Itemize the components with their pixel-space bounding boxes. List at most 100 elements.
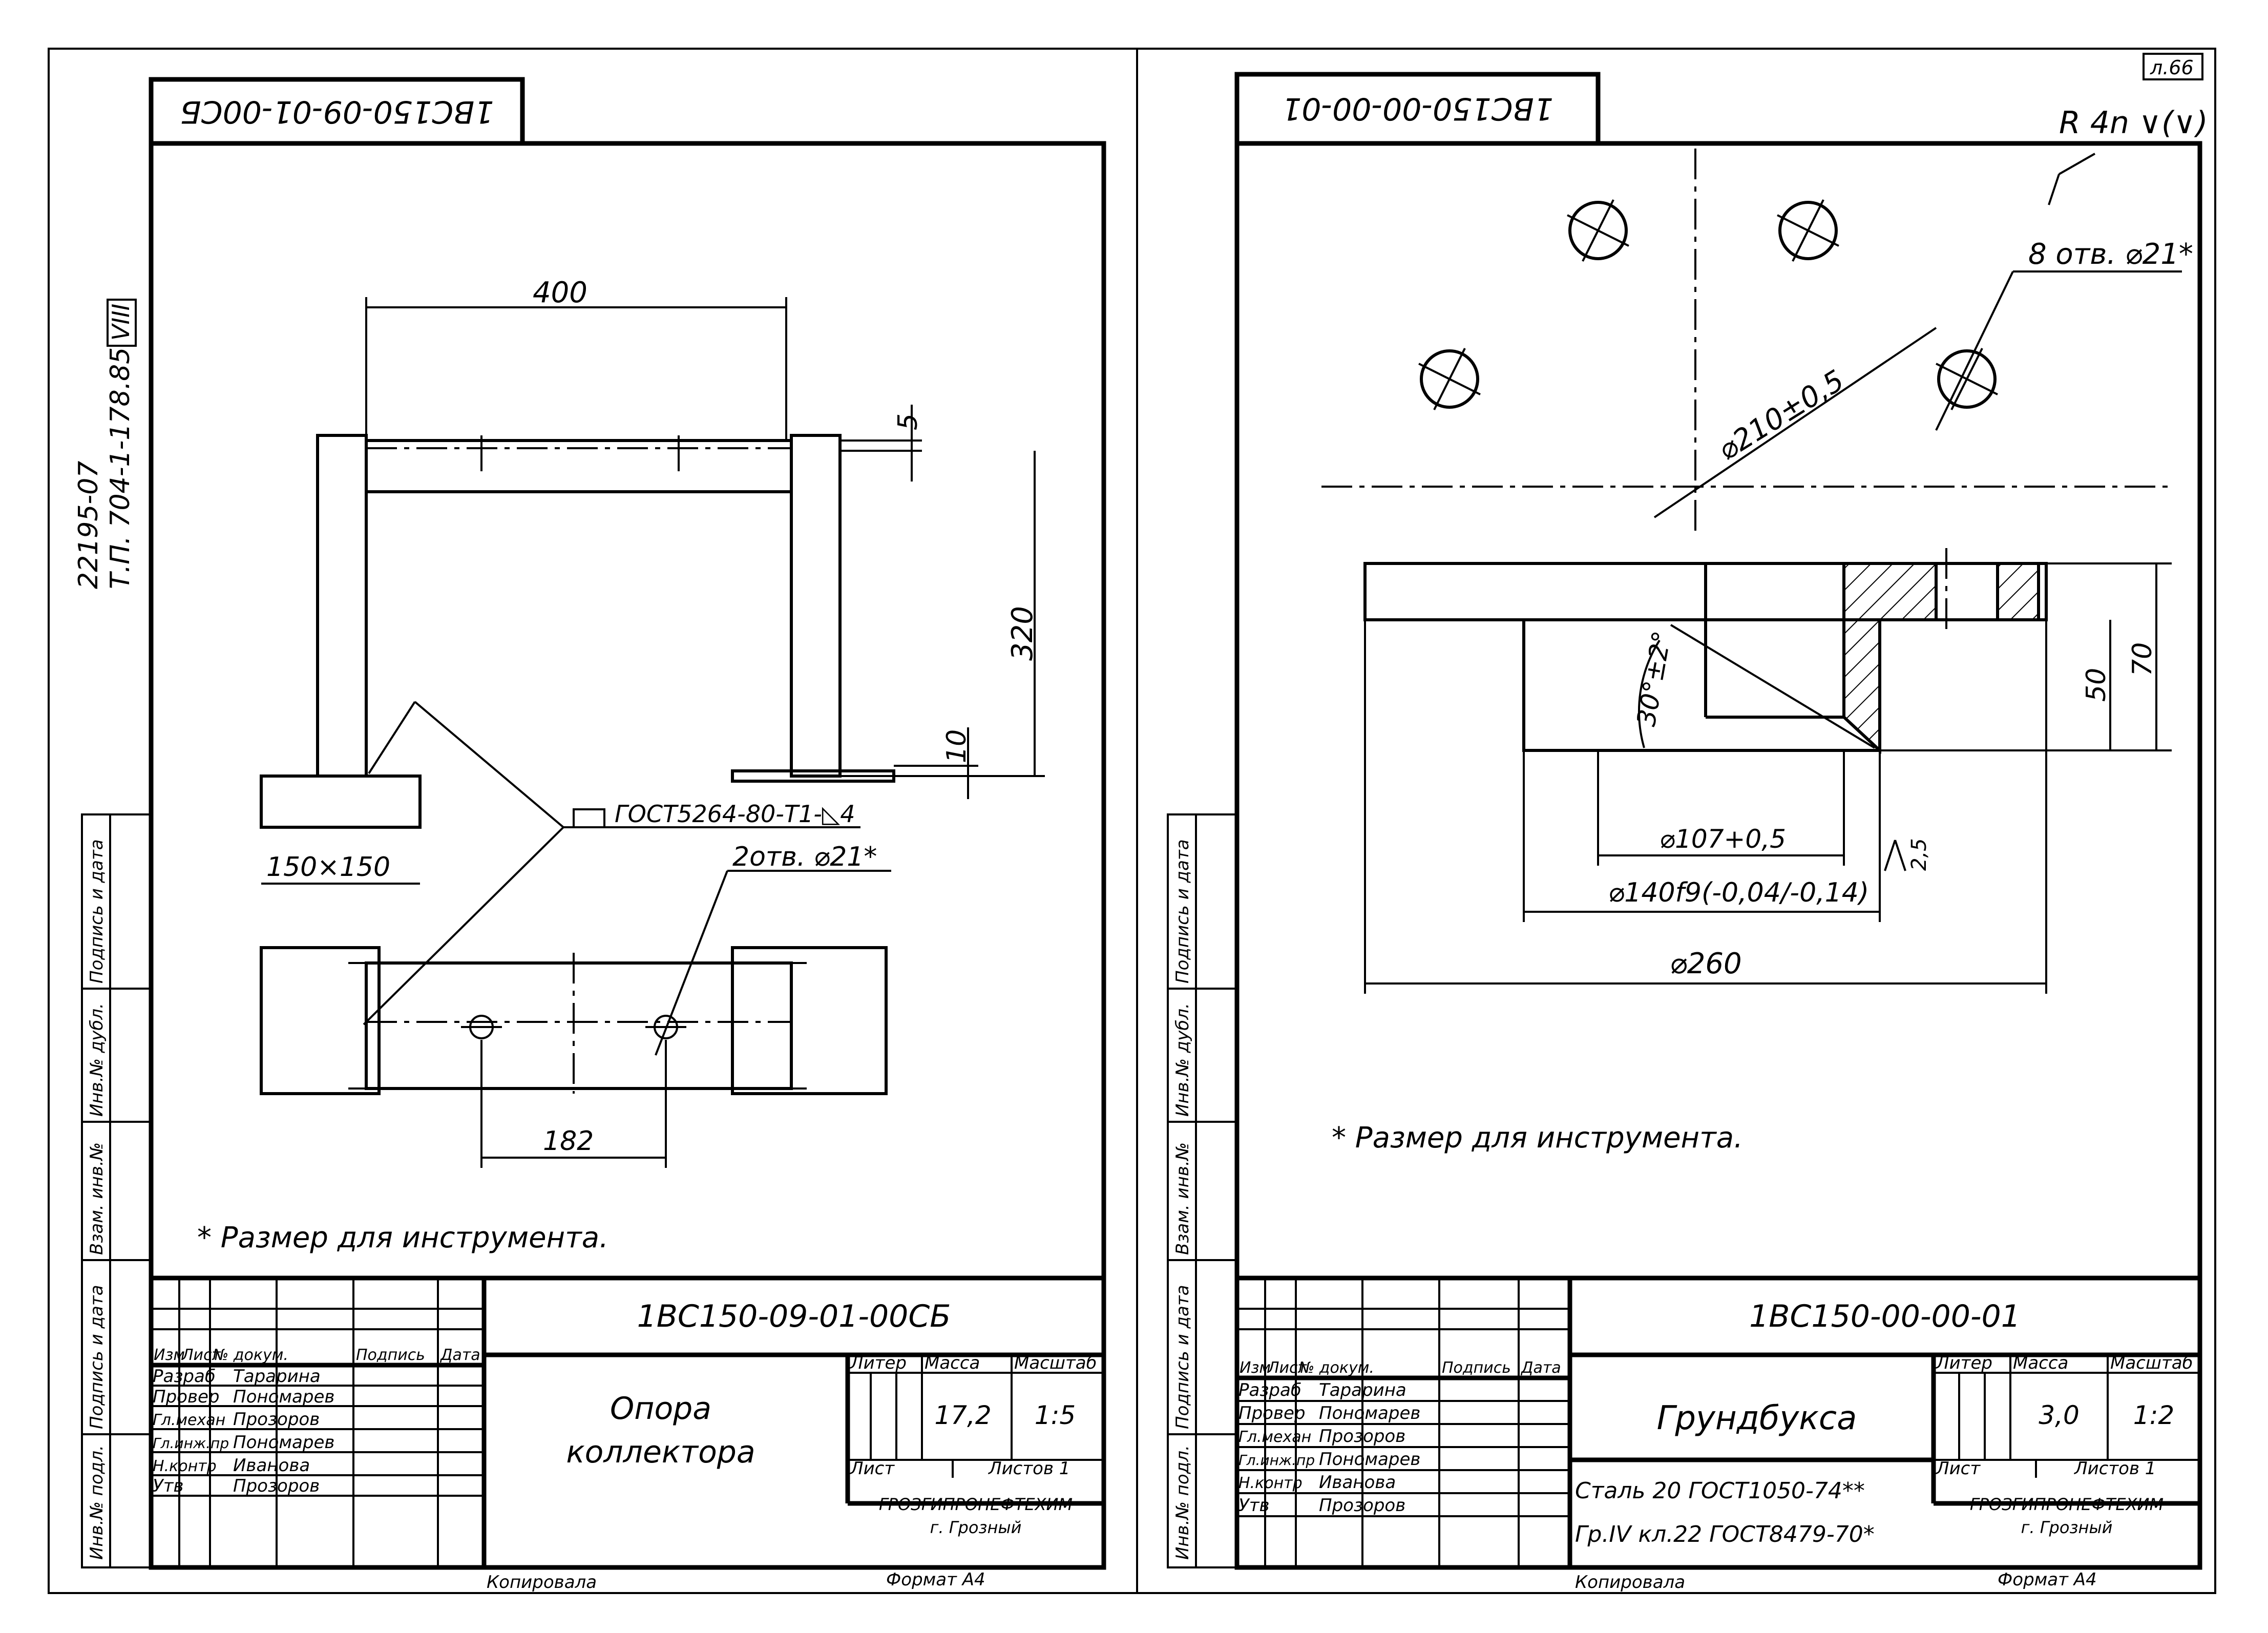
left-top-code-box [149, 77, 525, 146]
svg-text:Масса: Масса [925, 1353, 980, 1373]
svg-text:Пономарев: Пономарев [1319, 1403, 1420, 1423]
dim-bolt-circle: ⌀210±0,5 [1712, 364, 1850, 467]
svg-text:Провер: Провер [153, 1387, 220, 1407]
left-title-name-2: коллектора [566, 1434, 755, 1470]
svg-text:Лист: Лист [1267, 1359, 1308, 1377]
right-stamp-label-2: Подпись и дата [1172, 1285, 1193, 1429]
svg-text:Разраб: Разраб [1238, 1380, 1301, 1400]
right-stamp-label-4: Инв.№ дубл. [1172, 1003, 1193, 1117]
page-number: л.66 [2150, 56, 2194, 79]
svg-text:Провер: Провер [1238, 1403, 1306, 1423]
svg-text:Тарарина: Тарарина [1319, 1380, 1406, 1400]
dim-bottom-gap: 10 [941, 729, 972, 763]
side-codes: 22195-07 Т.П. 704-1-178.85 VIII [73, 299, 137, 589]
svg-text:Лист: Лист [849, 1458, 895, 1479]
svg-text:Тарарина: Тарарина [233, 1366, 321, 1387]
right-top-code-box [1234, 72, 1601, 146]
svg-text:Пономарев: Пономарев [1319, 1449, 1420, 1470]
material-1: Сталь 20 ГОСТ1050-74** [1575, 1478, 1865, 1504]
left-side-stamp [81, 813, 152, 1568]
dim-bore: ⌀107+0,5 [1660, 824, 1786, 854]
svg-text:Пономарев: Пономарев [233, 1387, 334, 1407]
svg-text:Н.контр: Н.контр [153, 1457, 217, 1475]
dim-angle: 30°±2° [1631, 629, 1677, 729]
svg-text:Литер: Литер [1935, 1353, 1992, 1373]
dim-top-gap: 5 [893, 413, 923, 430]
right-title-block: Изм Лист № докум. Подпись Дата Разраб Пр… [1234, 1275, 2202, 1570]
dim-outer: ⌀260 [1670, 947, 1742, 980]
roughness-bore: 2,5 [1907, 838, 1931, 871]
right-side-stamp [1167, 813, 1238, 1568]
svg-text:Гл.механ: Гл.механ [1238, 1428, 1311, 1446]
dim-hole-spacing: 182 [543, 1126, 594, 1157]
right-stamp-label-3: Взам. инв.№ [1172, 1142, 1193, 1255]
svg-text:Дата: Дата [439, 1346, 480, 1364]
left-sheet: 1ВС150-09-01-00СБ Инв.№ подл. Подпись и … [81, 77, 1106, 1593]
svg-text:Иванова: Иванова [1319, 1472, 1396, 1493]
svg-text:Листов 1: Листов 1 [2073, 1458, 2156, 1479]
svg-text:№ докум.: № докум. [1297, 1359, 1374, 1377]
right-stamp-label-5: Подпись и дата [1172, 839, 1193, 983]
left-stamp-label-4: Инв.№ дубл. [87, 1003, 107, 1117]
plan-right-plate [731, 946, 888, 1095]
svg-text:ГРОЗГИПРОНЕФТЕХИМ: ГРОЗГИПРОНЕФТЕХИМ [879, 1495, 1073, 1514]
plan-left-plate [260, 946, 381, 1095]
page-number-box [2143, 53, 2203, 80]
left-post [316, 434, 368, 778]
left-base-plate [260, 774, 422, 829]
svg-text:Гл.инж.пр: Гл.инж.пр [1238, 1452, 1315, 1469]
left-stamp-label-5: Подпись и дата [87, 839, 107, 983]
svg-text:Н.контр: Н.контр [1238, 1474, 1303, 1492]
roughness-general: R 4n ∨(∨) [2059, 105, 2208, 141]
dim-height: 320 [1006, 606, 1039, 661]
svg-text:Утв: Утв [153, 1476, 184, 1496]
svg-text:Прозоров: Прозоров [1319, 1495, 1405, 1516]
dim-height-inner: 50 [2081, 668, 2112, 702]
svg-text:г. Грозный: г. Грозный [2021, 1518, 2113, 1537]
svg-text:Подпись: Подпись [356, 1346, 425, 1364]
left-scale: 1:5 [1035, 1400, 1076, 1430]
svg-text:Масштаб: Масштаб [2110, 1353, 2193, 1373]
left-title-designation: 1ВС150-09-01-00СБ [637, 1299, 951, 1334]
left-copied: Копировала [487, 1572, 597, 1593]
left-note: * Размер для инструмента. [197, 1221, 608, 1254]
svg-text:Пономарев: Пономарев [233, 1432, 334, 1453]
svg-text:Изм: Изм [1240, 1359, 1271, 1377]
left-stamp-label-2: Подпись и дата [87, 1285, 107, 1429]
svg-text:г. Грозный: г. Грозный [930, 1518, 1022, 1537]
svg-text:Разраб: Разраб [153, 1366, 216, 1387]
right-post [790, 434, 842, 778]
svg-text:Масса: Масса [2013, 1353, 2068, 1373]
dim-plate: 150×150 [266, 852, 390, 883]
plan-holes-callout: 2отв. ⌀21* [732, 842, 877, 872]
svg-text:Лист: Лист [181, 1346, 222, 1364]
right-scale: 1:2 [2133, 1400, 2174, 1430]
plan-beam [365, 961, 793, 1090]
weld-callout: ГОСТ5264-80-Т1-◺4 [615, 800, 855, 828]
outer-frame [48, 48, 2216, 1594]
right-mass: 3,0 [2039, 1400, 2080, 1430]
svg-text:Прозоров: Прозоров [1319, 1426, 1405, 1447]
album-box [107, 299, 137, 347]
right-copied: Копировала [1575, 1572, 1685, 1593]
svg-text:Масштаб: Масштаб [1014, 1353, 1097, 1373]
crossbeam [365, 439, 793, 493]
left-title-block: Изм Лист № докум. Подпись Дата Разраб Пр… [149, 1275, 1106, 1570]
side-code-2: Т.П. 704-1-178.85 [105, 347, 136, 589]
svg-text:Гл.механ: Гл.механ [153, 1411, 225, 1429]
right-title-name: Грундбукса [1657, 1399, 1857, 1437]
left-title-name-1: Опора [610, 1391, 711, 1427]
flange-holes [1418, 199, 1998, 410]
material-2: Гр.IV кл.22 ГОСТ8479-70* [1575, 1521, 1875, 1547]
album-number: VIII [107, 304, 135, 341]
dim-holes: 8 отв. ⌀21* [2028, 238, 2193, 271]
left-stamp-label-3: Взам. инв.№ [87, 1142, 107, 1255]
svg-text:Иванова: Иванова [233, 1455, 310, 1476]
svg-text:Лист: Лист [1935, 1458, 1981, 1479]
left-format: Формат А4 [886, 1569, 985, 1590]
right-stamp-label-1: Инв.№ подл. [1172, 1445, 1193, 1560]
right-note: * Размер для инструмента. [1332, 1121, 1743, 1155]
svg-text:Прозоров: Прозоров [233, 1409, 320, 1430]
dim-spigot: ⌀140f9(-0,04/-0,14) [1608, 877, 1869, 908]
